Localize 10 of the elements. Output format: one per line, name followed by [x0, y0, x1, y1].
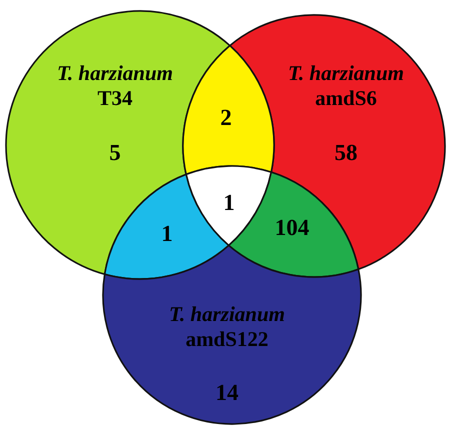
count-label: 14 [216, 381, 238, 405]
count-label: 5 [109, 141, 121, 165]
count-label: 1 [161, 222, 173, 246]
species-label: T. harzianum T34 [56, 61, 174, 111]
species-label: T. harzianum amdS6 [287, 61, 405, 111]
count-label: 1 [223, 191, 235, 215]
species-label: T. harzianum amdS122 [168, 302, 286, 352]
count-label: 104 [274, 216, 310, 240]
count-label: 58 [334, 141, 358, 165]
count-label: 2 [220, 106, 232, 130]
